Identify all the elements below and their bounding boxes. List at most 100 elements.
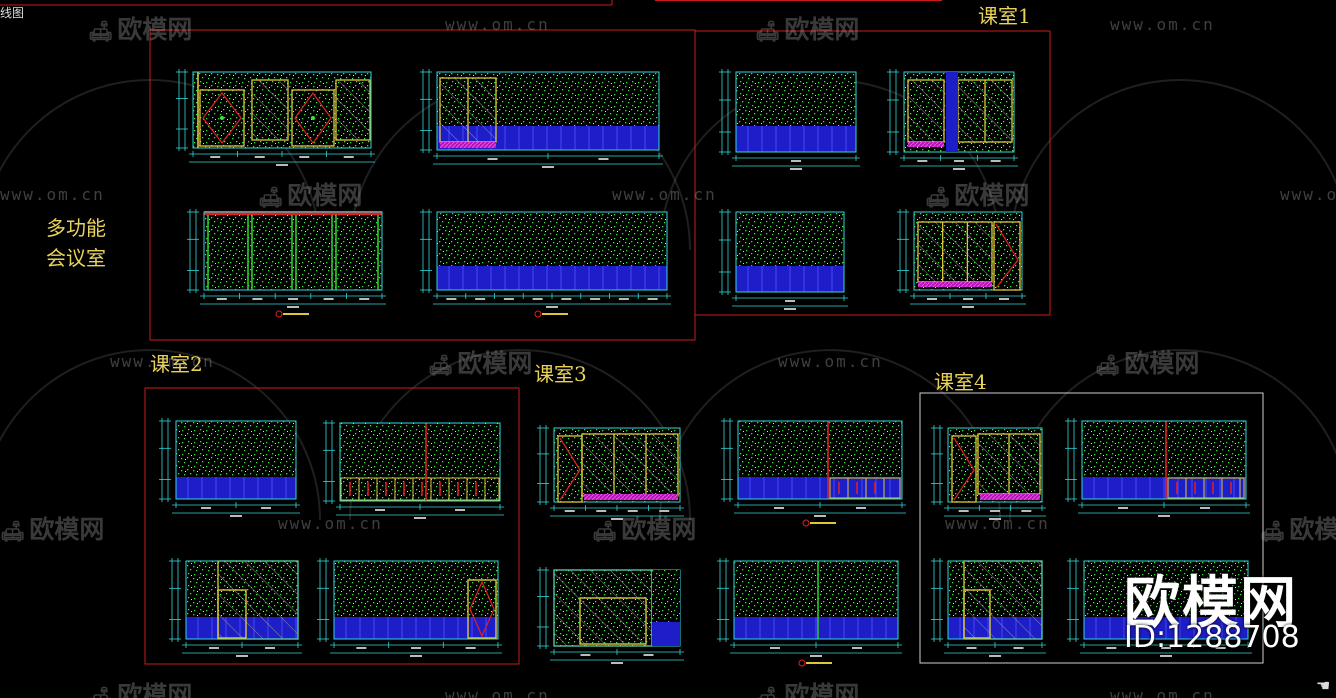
blue-pilaster <box>946 72 958 152</box>
dimension-text <box>596 510 607 512</box>
watermark-arc <box>1009 79 1336 251</box>
elevation-panel <box>420 69 663 168</box>
elevation-panel <box>176 69 375 166</box>
dimension-text <box>659 510 670 512</box>
cabinet-strip <box>1167 477 1245 499</box>
dimension-text <box>375 509 385 511</box>
dimension-text <box>989 655 1001 657</box>
sofa-logo-icon: 🛋 <box>755 685 781 698</box>
glass-window <box>581 433 679 497</box>
elevation-panels <box>159 69 1252 667</box>
elevation-panel <box>1067 558 1252 657</box>
dimension-text <box>564 510 575 512</box>
sofa-logo-icon: 🛋 <box>88 685 114 698</box>
door-leaf <box>291 89 335 147</box>
panel-outline <box>947 560 1043 640</box>
sofa-logo-icon: 🛋 <box>0 519 26 543</box>
dimension-text <box>542 166 554 168</box>
dimension-text <box>990 510 1000 512</box>
watermark-id: ID:1288708 <box>1124 620 1300 655</box>
dimension-text <box>201 507 211 509</box>
sofa-logo-icon: 🛋 <box>88 19 114 43</box>
frame-classroom-1 <box>694 30 1051 316</box>
door-handle <box>311 116 315 120</box>
watermark-url: www.om.cn <box>1110 686 1215 698</box>
dimension-text <box>958 510 969 512</box>
glass-window <box>907 79 945 143</box>
door-leaf <box>217 589 247 639</box>
watermark-logo: 🛋欧模网 <box>755 676 859 698</box>
dimension-text <box>999 298 1009 300</box>
hand-cursor-icon: ☚ <box>1316 676 1331 695</box>
dimension-text <box>359 298 370 300</box>
dimension-text <box>299 156 310 158</box>
dimension-text <box>618 298 629 300</box>
watermark-logo-text: 欧模网 <box>1124 349 1200 378</box>
dimension-text <box>1200 507 1210 509</box>
sofa-logo-icon: 🛋 <box>258 185 284 209</box>
door-swing-mark <box>294 91 332 145</box>
sofa-logo-icon: 🛋 <box>1095 353 1121 377</box>
door-swing-mark <box>995 223 1019 289</box>
dimension-text <box>503 298 514 300</box>
panel-outline <box>203 211 383 291</box>
elevation-panel <box>719 69 860 170</box>
watermark-url: www.om.cn <box>1280 185 1336 204</box>
dimension-text <box>209 647 219 649</box>
glass-window <box>963 560 1043 640</box>
panel-outline <box>553 427 681 503</box>
dimension-text <box>927 298 937 300</box>
dimension-text <box>611 518 623 520</box>
dimension-text <box>455 509 465 511</box>
label-classroom-2: 课室2 <box>150 352 203 376</box>
panel-outline <box>913 211 1023 291</box>
cabinet-strip <box>829 477 901 499</box>
dimension-text <box>953 168 965 170</box>
door-leaf <box>467 579 497 639</box>
label-multi-function-room-line2: 会议室 <box>46 246 106 270</box>
watermark-logo-text: 欧模网 <box>784 15 860 44</box>
panel-outline <box>1081 420 1247 500</box>
room-frames <box>0 0 1264 665</box>
watermark-url: www.om.cn <box>445 15 550 34</box>
door-swing-mark <box>202 92 242 144</box>
watermark-logo-text: 欧模网 <box>1289 515 1336 544</box>
door-leaf <box>199 89 245 147</box>
frame-classroom-2 <box>144 387 520 665</box>
door-leaf <box>963 589 991 639</box>
watermark-url: www.om.cn <box>0 185 105 204</box>
dimension-text <box>343 156 354 158</box>
dimension-text <box>989 518 1001 520</box>
glass-window <box>917 221 993 283</box>
door-leaf <box>557 435 583 503</box>
label-classroom-3: 课室3 <box>534 362 587 386</box>
watermark-big-logo: 欧模网 <box>1124 571 1298 636</box>
dimension-text <box>647 298 658 300</box>
dimension-text <box>590 298 601 300</box>
watermark-logo: 🛋欧模网 <box>755 10 859 46</box>
door-handle <box>220 116 224 120</box>
skirting-strip <box>908 142 944 147</box>
dimension-text <box>611 662 623 664</box>
watermark-url: www.om.cn <box>445 686 550 698</box>
dimension-text <box>265 647 275 649</box>
watermark-logo-text: 欧模网 <box>287 181 363 210</box>
watermark-url: www.om.cn <box>110 352 215 371</box>
dimension-text <box>784 308 796 310</box>
dimension-text <box>1021 510 1032 512</box>
watermark-url: www.om.cn <box>1110 15 1215 34</box>
dimension-text <box>785 300 795 302</box>
dimension-text <box>580 654 591 656</box>
glass-window <box>335 79 371 141</box>
dimension-text <box>990 160 1001 162</box>
dimension-text <box>411 647 421 649</box>
wall-speckle <box>204 212 382 290</box>
lower-panel-band <box>652 622 680 646</box>
dimension-text <box>963 298 973 300</box>
dimension-text <box>475 298 486 300</box>
label-classroom-4: 课室4 <box>934 370 987 394</box>
dimension-text <box>770 647 780 649</box>
dimension-text <box>856 507 866 509</box>
